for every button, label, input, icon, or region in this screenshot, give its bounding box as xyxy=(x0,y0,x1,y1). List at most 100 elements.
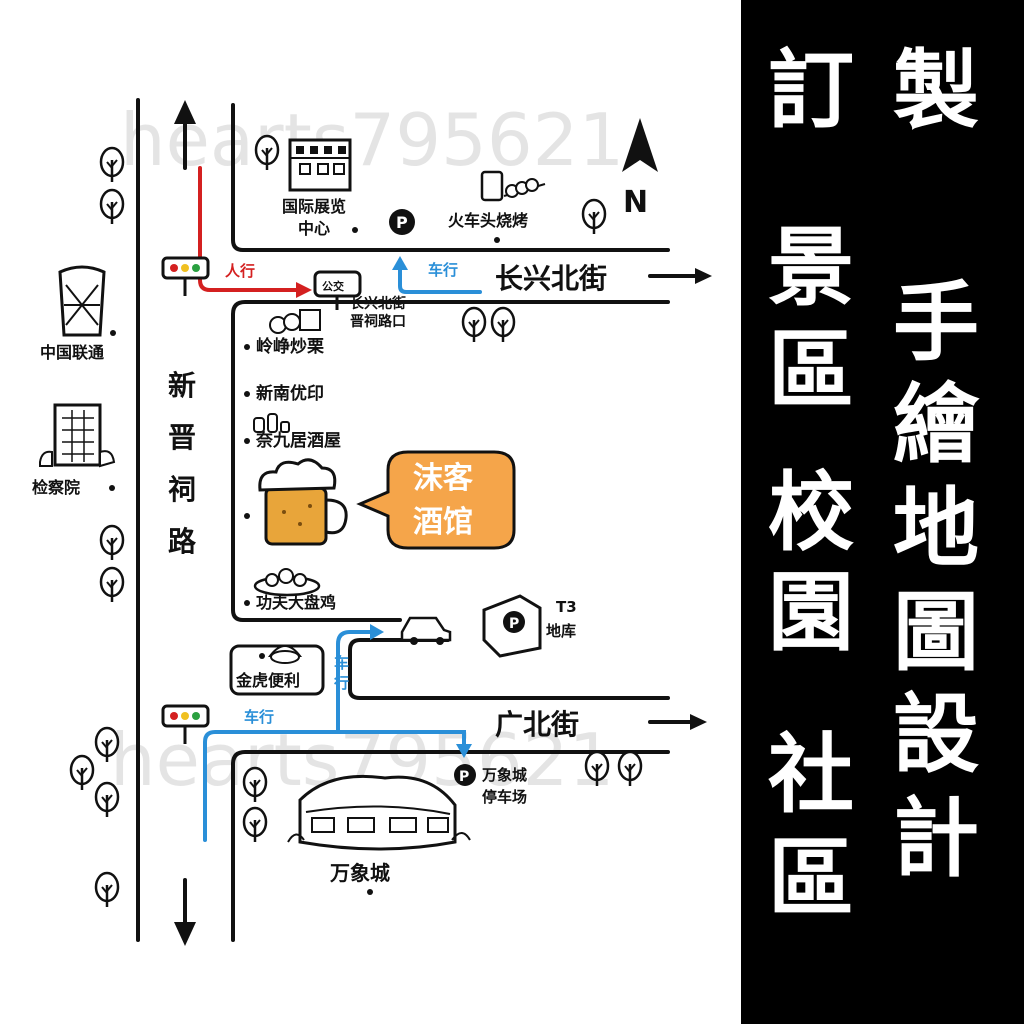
main-road-char: 路 xyxy=(168,525,197,558)
tree-icon xyxy=(99,146,125,182)
bus-stop-sign-text: 公交 xyxy=(322,279,344,293)
title-panel: 訂景區校園社區 製手繪地圖設計 xyxy=(741,0,1024,1024)
drive-route-north-label: 车行 xyxy=(428,261,458,279)
print-label: 新南优印 xyxy=(256,383,324,404)
drive-route-arrow-icon xyxy=(370,624,384,640)
tree-icon xyxy=(99,188,125,224)
drive-route-south-label: 车行 xyxy=(244,708,274,726)
tree-icon xyxy=(99,524,125,560)
walk-route-line xyxy=(198,166,302,292)
bus-stop-sign-icon xyxy=(313,270,362,310)
beer-mug-icon xyxy=(258,458,348,546)
drive-route-arrow-icon xyxy=(456,744,472,758)
title-char-right: 製 xyxy=(893,40,979,141)
tree-icon xyxy=(94,871,120,907)
title-char-left: 區 xyxy=(768,320,854,421)
watermark-top: hearts795621 xyxy=(120,98,624,182)
tree-icon xyxy=(69,754,95,790)
right-arrow-icon xyxy=(690,714,707,730)
svg-text:N: N xyxy=(623,185,648,220)
block-north xyxy=(231,103,670,252)
block-middle xyxy=(231,300,670,622)
main-road-char: 祠 xyxy=(168,473,196,506)
title-char-left: 校 xyxy=(768,462,854,563)
expo-label-line: 中心 xyxy=(298,219,330,238)
walk-route-arrow-icon xyxy=(296,282,312,298)
drive-route-arrow-icon xyxy=(392,256,408,270)
compass-north-icon: N xyxy=(622,118,658,220)
tree-icon xyxy=(617,750,643,786)
mall-parking-label-line: 停车场 xyxy=(482,788,527,806)
sake-bottle-icon xyxy=(253,413,290,433)
title-char-right: 手 xyxy=(893,272,979,373)
bbq-icon xyxy=(480,170,546,202)
pub-label-line: 酒馆 xyxy=(413,505,473,540)
walk-route-label: 人行 xyxy=(225,262,255,280)
traffic-light-icon xyxy=(161,256,210,296)
tree-icon xyxy=(94,726,120,762)
drive-route-mall-line xyxy=(336,730,466,750)
convenience-store-icon xyxy=(229,644,325,696)
parking-t3-sign: P xyxy=(509,616,519,632)
traffic-light-icon xyxy=(161,704,210,744)
mall-parking-icon: P xyxy=(454,764,476,786)
convenience-label: 金虎便利 xyxy=(235,671,300,690)
tree-icon xyxy=(581,198,607,234)
main-road-char: 晋 xyxy=(168,421,196,454)
block-inner xyxy=(348,638,670,700)
svg-text:P: P xyxy=(396,213,408,232)
car-icon xyxy=(400,616,452,645)
bus-stop-label-line: 晋祠路口 xyxy=(350,313,406,330)
tree-icon xyxy=(490,306,516,342)
chestnut-label: 岭峥炒栗 xyxy=(256,336,324,357)
parking-garage-icon xyxy=(482,594,542,658)
expo-center-building-icon xyxy=(288,138,352,192)
drive-route-vertical-char: 行 xyxy=(333,674,349,692)
unicom-building-icon xyxy=(58,265,106,337)
bbq-label: 火车头烧烤 xyxy=(448,211,528,230)
chestnut-icon xyxy=(269,309,321,334)
svg-text:P: P xyxy=(459,769,469,785)
unicom-label: 中国联通 xyxy=(40,343,104,362)
chicken-label: 功夫大盘鸡 xyxy=(256,593,336,612)
tree-icon xyxy=(584,750,610,786)
title-char-right: 設 xyxy=(893,684,979,785)
title-char-left: 社 xyxy=(768,724,854,825)
title-char-right: 圖 xyxy=(893,582,979,683)
mall-building-icon xyxy=(287,774,471,851)
bus-stop-label-line: 长兴北街 xyxy=(350,295,406,312)
hand-drawn-map: hearts795621 hearts795621 长兴北街 广北街 新 晋 祠… xyxy=(32,98,712,946)
title-char-left: 園 xyxy=(768,562,854,663)
pub-bubble xyxy=(356,450,516,550)
main-road-char: 新 xyxy=(168,369,196,402)
mall-parking-label-line: 万象城 xyxy=(481,766,527,784)
tree-icon xyxy=(242,766,268,802)
tree-icon xyxy=(94,781,120,817)
tree-icon xyxy=(254,134,280,170)
expo-label-line: 国际展览 xyxy=(282,197,346,216)
title-char-right: 繪 xyxy=(893,374,979,475)
drive-route-north-line xyxy=(398,260,482,294)
title-char-right: 計 xyxy=(893,788,979,889)
block-south xyxy=(231,750,670,942)
title-char-left: 訂 xyxy=(768,40,854,141)
tree-icon xyxy=(242,806,268,842)
drive-route-vertical-char: 车 xyxy=(334,654,349,672)
procuratorate-building-icon xyxy=(39,403,116,468)
parking-icon: P xyxy=(389,209,415,235)
procuratorate-label: 检察院 xyxy=(32,478,80,497)
tree-icon xyxy=(461,306,487,342)
parking-t3-label-line: 地库 xyxy=(546,622,576,640)
title-char-left: 區 xyxy=(768,828,854,929)
right-arrow-icon xyxy=(695,268,712,284)
trees xyxy=(69,134,643,907)
main-road-name: 新 晋 祠 路 xyxy=(168,369,197,558)
up-arrow-icon xyxy=(174,100,196,124)
down-arrow-icon xyxy=(174,922,196,946)
izakaya-label: 奈九居酒屋 xyxy=(255,430,341,451)
chicken-dish-icon xyxy=(253,568,321,597)
parking-t3-label-line: T3 xyxy=(556,598,577,616)
north-street-name: 长兴北街 xyxy=(495,262,607,295)
pub-label-line: 沫客 xyxy=(413,461,473,496)
tree-icon xyxy=(99,566,125,602)
